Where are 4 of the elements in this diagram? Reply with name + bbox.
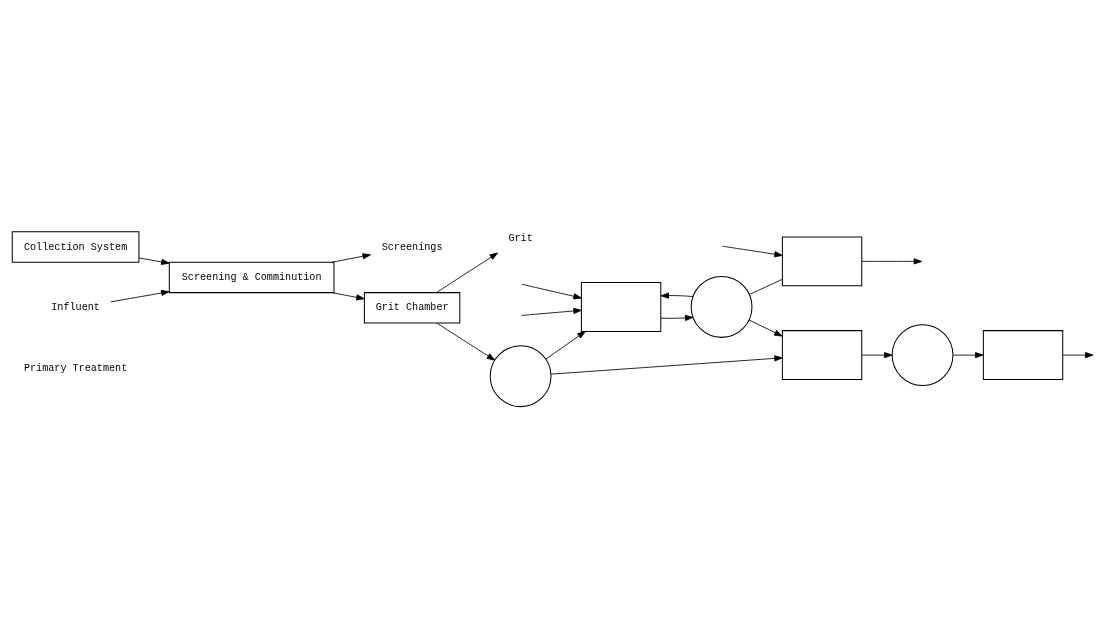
node-text: Influent [51, 301, 100, 313]
node-text: Grit [508, 232, 533, 244]
label: Primary Treatment [23, 362, 128, 374]
node-text: Screenings [381, 241, 443, 253]
